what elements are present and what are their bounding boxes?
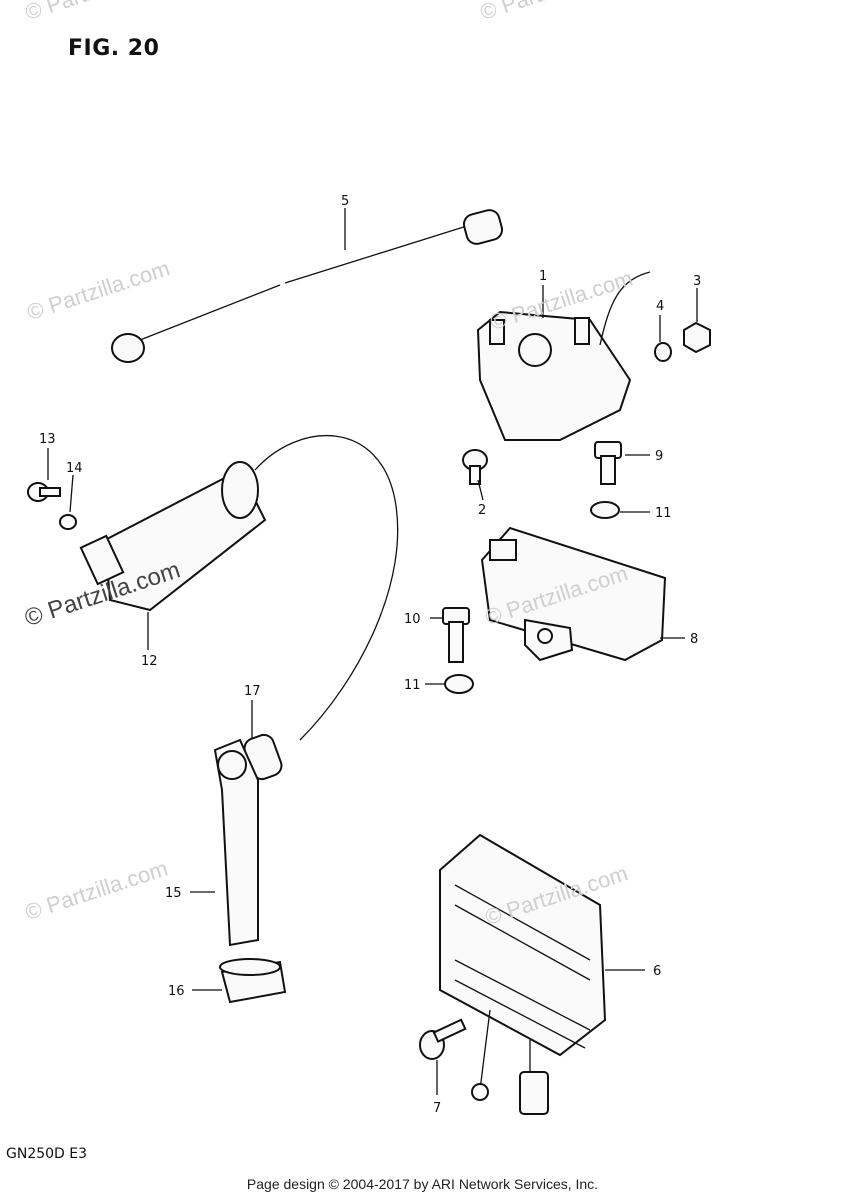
- part-11-washer-a: [590, 501, 620, 519]
- part-14-washer: [59, 514, 77, 530]
- model-code: GN250D E3: [6, 1146, 88, 1162]
- callout-10: 10: [404, 612, 421, 627]
- callout-14: 14: [66, 461, 83, 476]
- leader-lines: [47, 208, 698, 1095]
- part-16-cover: [219, 958, 287, 1004]
- callout-9: 9: [655, 449, 663, 464]
- page-footer: Page design © 2004-2017 by ARI Network S…: [246, 1176, 599, 1192]
- part-2-bolt: [462, 449, 488, 485]
- callout-15: 15: [165, 886, 182, 901]
- callout-13: 13: [39, 432, 56, 447]
- part-6-regulator: [439, 833, 607, 1115]
- part-13-screw: [27, 482, 61, 502]
- callout-4: 4: [656, 299, 664, 314]
- callout-17: 17: [244, 684, 261, 699]
- callout-2: 2: [478, 503, 486, 518]
- callout-16: 16: [168, 984, 185, 999]
- part-3-nut: [683, 321, 711, 354]
- callout-7: 7: [433, 1101, 441, 1116]
- callout-5: 5: [341, 194, 349, 209]
- part-4-washer: [654, 342, 672, 362]
- figure-title: FIG. 20: [68, 36, 160, 61]
- part-7-screw: [419, 1018, 467, 1060]
- callout-8: 8: [690, 632, 698, 647]
- callout-12: 12: [141, 654, 158, 669]
- callout-11-b: 11: [404, 678, 421, 693]
- callout-3: 3: [693, 274, 701, 289]
- part-12-ignition-coil: [79, 434, 399, 741]
- callout-6: 6: [653, 964, 661, 979]
- part-10-bolt: [442, 607, 470, 663]
- part-5-cable: [111, 209, 504, 363]
- part-9-bolt: [594, 441, 622, 485]
- part-8-cdi-unit: [480, 526, 667, 662]
- part-11-washer-b: [444, 674, 474, 694]
- part-15-plug-cap: [213, 738, 259, 947]
- callout-labels: 1 2 3 4 5 6 7 8 9 10 11 11 12 13 14 15 1…: [39, 194, 701, 1116]
- part-1-relay: [476, 271, 651, 441]
- callout-11-a: 11: [655, 506, 672, 521]
- callout-1: 1: [539, 269, 547, 284]
